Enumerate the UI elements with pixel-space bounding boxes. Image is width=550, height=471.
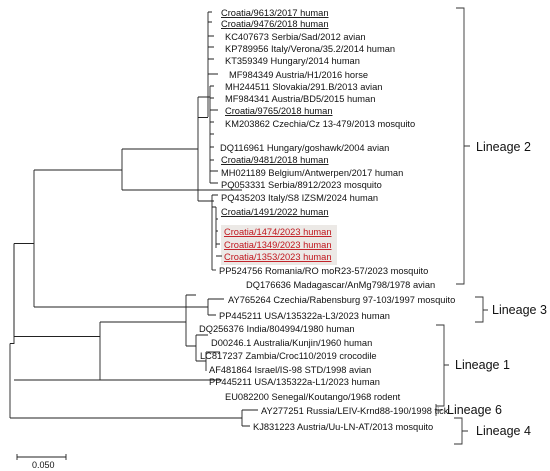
scale-bar-line bbox=[16, 454, 67, 460]
branch-nodeC bbox=[33, 169, 208, 308]
taxon-label: AY277251 Russia/LEIV-Krnd88-190/1998 tic… bbox=[261, 406, 449, 416]
taxon-label: Croatia/9765/2018 human bbox=[225, 106, 333, 116]
taxon-label: PQ435203 Italy/S8 IZSM/2024 human bbox=[221, 193, 378, 203]
taxon-label: MH021189 Belgium/Antwerpen/2017 human bbox=[221, 168, 403, 178]
branch-cro2023 bbox=[215, 207, 222, 257]
taxon-label: PP524756 Romania/RO moR23-57/2023 mosqui… bbox=[219, 266, 428, 276]
taxon-label-highlight: Croatia/1353/2023 human bbox=[224, 252, 332, 262]
taxon-label: AY765264 Czechia/Rabensburg 97-103/1997 … bbox=[228, 295, 455, 305]
branch-l1-kunjin bbox=[195, 334, 208, 362]
taxon-label: Croatia/9613/2017 human bbox=[221, 8, 329, 18]
bracket-lineage-6 bbox=[435, 404, 442, 416]
branch-l2-tail bbox=[211, 194, 218, 270]
branch-l2-base bbox=[121, 148, 242, 191]
lineage-4-label: Lineage 4 bbox=[476, 424, 531, 438]
taxon-label: AF481864 Israel/IS-98 STD/1998 avian bbox=[209, 365, 371, 375]
taxon-label: MF984341 Austria/BD5/2015 human bbox=[225, 94, 375, 104]
taxon-label: PP445211 USA/135322a-L3/2023 human bbox=[219, 311, 390, 321]
lineage-brackets: Lineage 2 Lineage 3 Lineage 1 Lineage 6 … bbox=[435, 7, 547, 445]
taxon-label: PP445211 USA/135322a-L1/2023 human bbox=[209, 377, 380, 387]
taxon-label-highlight: Croatia/1349/2023 human bbox=[224, 240, 332, 250]
branch-l2-mid bbox=[209, 85, 218, 184]
taxon-label: LC817237 Zambia/Croc110/2019 crocodile bbox=[200, 351, 377, 361]
taxon-label: MF984349 Austria/H1/2016 horse bbox=[229, 70, 368, 80]
taxon-label: MH244511 Slovakia/291.B/2013 avian bbox=[225, 82, 382, 92]
taxon-label-highlight: Croatia/1474/2023 human bbox=[224, 227, 332, 237]
bracket-lineage-2 bbox=[456, 7, 470, 285]
bracket-lineage-3 bbox=[475, 296, 488, 323]
branch-l2-trunk bbox=[207, 11, 218, 117]
branch-l3-node bbox=[207, 298, 224, 316]
taxon-label: KT359349 Hungary/2014 human bbox=[225, 56, 360, 66]
branch-l1-ny bbox=[205, 351, 220, 371]
taxon-label: KJ831223 Austria/Uu-LN-AT/2013 mosquito bbox=[253, 422, 433, 432]
scale-bar-label: 0.050 bbox=[32, 460, 55, 470]
taxon-label: KM203862 Czechia/Cz 13-479/2013 mosquito bbox=[225, 119, 415, 129]
lineage-6-label: Lineage 6 bbox=[447, 403, 502, 417]
lineage-1-label: Lineage 1 bbox=[455, 358, 510, 372]
scale-bar: 0.050 bbox=[16, 454, 67, 470]
branch-l1-inner bbox=[185, 294, 196, 347]
taxon-label: KC407673 Serbia/Sad/2012 avian bbox=[225, 32, 366, 42]
bracket-lineage-1 bbox=[436, 324, 449, 407]
branch-root bbox=[9, 243, 15, 418]
taxon-label: Croatia/9481/2018 human bbox=[221, 155, 329, 165]
taxon-label: DQ116961 Hungary/goshawk/2004 avian bbox=[220, 143, 389, 153]
bracket-lineage-4 bbox=[454, 417, 468, 445]
lineage-3-label: Lineage 3 bbox=[492, 303, 547, 317]
taxon-label: PQ053331 Serbia/8912/2023 mosquito bbox=[221, 180, 382, 190]
branch-l4-node bbox=[241, 409, 258, 427]
lineage-2-label: Lineage 2 bbox=[476, 140, 531, 154]
branch-nodeA bbox=[13, 243, 34, 337]
taxon-label: DQ176636 Madagascar/AnMg798/1978 avian bbox=[246, 280, 435, 290]
taxon-label: DQ256376 India/804994/1980 human bbox=[199, 324, 355, 334]
branch-l2-main bbox=[197, 96, 214, 202]
taxon-label: D00246.1 Australia/Kunjin/1960 human bbox=[211, 338, 372, 348]
tree-branches bbox=[9, 11, 258, 427]
taxon-label: KP789956 Italy/Verona/35.2/2014 human bbox=[225, 44, 395, 54]
taxon-labels: Croatia/9613/2017 human Croatia/9476/201… bbox=[199, 8, 455, 432]
highlight-box bbox=[221, 225, 337, 265]
taxon-label: EU082200 Senegal/Koutango/1968 rodent bbox=[225, 392, 401, 402]
taxon-label: Croatia/9476/2018 human bbox=[221, 19, 329, 29]
taxon-label: Croatia/1491/2022 human bbox=[221, 207, 329, 217]
